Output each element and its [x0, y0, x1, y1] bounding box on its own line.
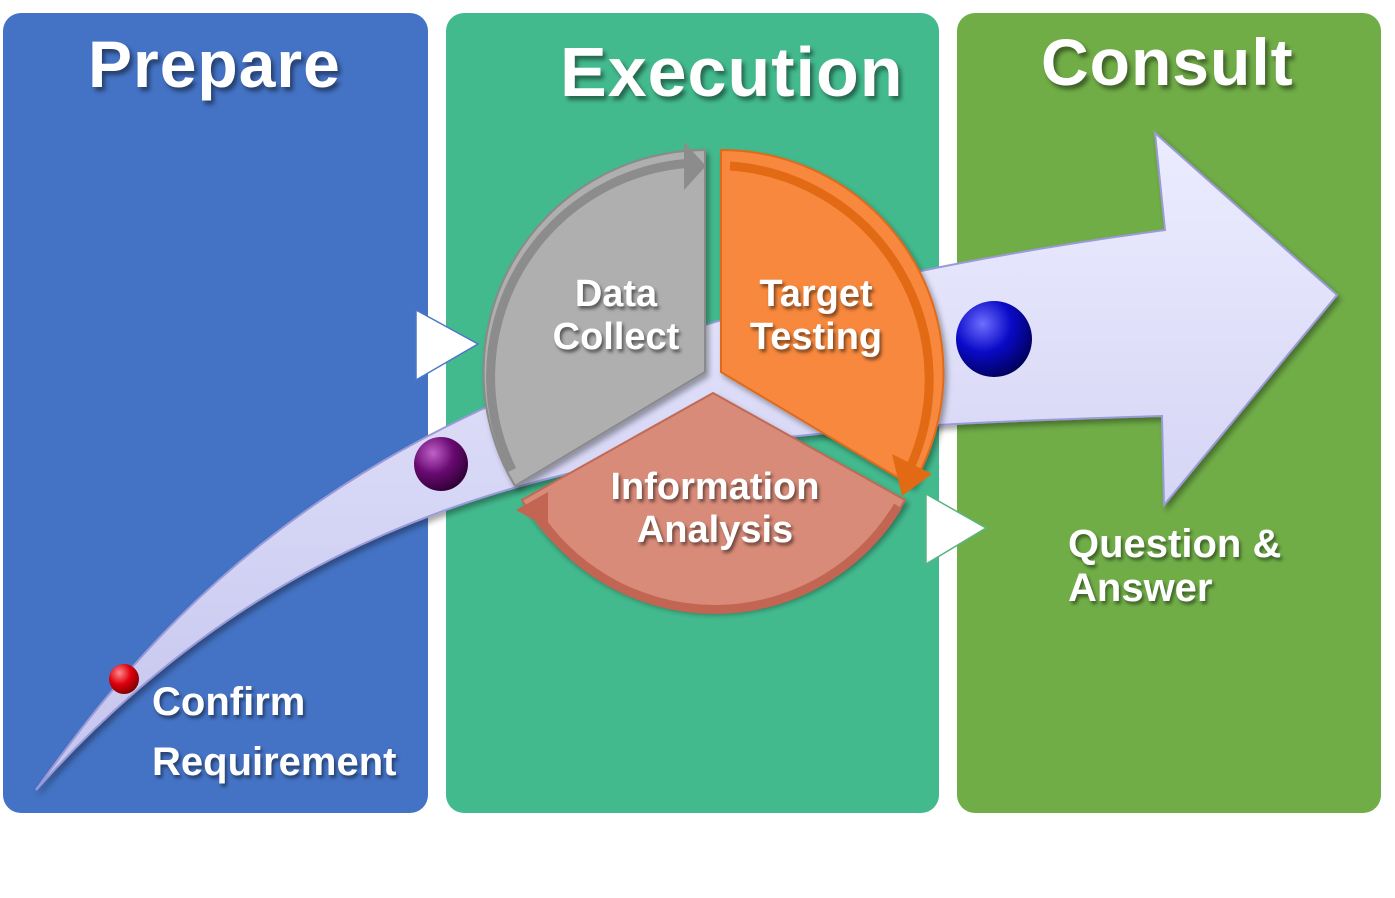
segment-label-line: Analysis: [636, 509, 794, 551]
rim-arrowhead-orange: [892, 454, 932, 496]
stage-title-execution: Execution: [560, 33, 904, 111]
stage-panel-prepare: [3, 13, 428, 813]
stage-title-consult: Consult: [1041, 25, 1294, 99]
segment-label-target-testing: Target Testing: [726, 273, 906, 359]
step-label-qa-line2: Answer: [1068, 566, 1213, 610]
segment-data-collect: [482, 148, 706, 488]
segment-target-testing: [720, 148, 945, 488]
marker-purple-dot: [414, 437, 468, 491]
step-label-qa-line1: Question &: [1068, 522, 1282, 566]
rim-arrowhead-salmon: [516, 492, 548, 528]
flow-triangle-right: [925, 492, 988, 566]
marker-blue-dot: [956, 301, 1032, 377]
rim-arrow-gray: [486, 158, 694, 472]
segment-label-line: Target: [759, 273, 873, 315]
segment-label-data-collect: Data Collect: [540, 273, 692, 359]
step-label-confirm-line1: Confirm: [152, 680, 306, 724]
step-label-confirm-line2: Requirement: [152, 740, 397, 784]
progress-arrow: [35, 130, 1339, 791]
flow-triangle-left: [415, 308, 480, 382]
segment-label-line: Testing: [749, 316, 883, 358]
rim-arrow-orange: [729, 161, 934, 470]
stage-title-prepare: Prepare: [88, 27, 341, 101]
segment-label-line: Collect: [552, 316, 680, 358]
segment-label-line: Data: [574, 273, 658, 315]
rim-arrow-salmon: [530, 503, 902, 614]
segment-label-line: Information: [610, 466, 820, 508]
segment-label-information-analysis: Information Analysis: [580, 466, 850, 552]
marker-red-dot: [109, 664, 139, 694]
rim-arrowhead-gray: [684, 142, 706, 190]
